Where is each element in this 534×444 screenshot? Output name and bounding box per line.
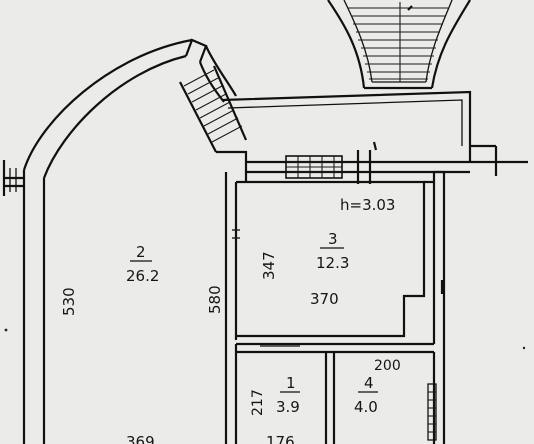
north-wall (216, 141, 528, 184)
north-window (285, 155, 343, 179)
ink-dot (4, 328, 8, 332)
dim-room2-height: 530 (60, 287, 78, 316)
partition-walls (224, 170, 446, 444)
staircase (327, 0, 471, 90)
dim-corridor-wall: 580 (206, 285, 224, 314)
diagonal-window (183, 69, 243, 143)
curved-wall (22, 38, 248, 179)
dim-room1-width: 176 (266, 433, 295, 444)
balcony-strip (221, 90, 496, 148)
dim-room1-height: 217 (250, 389, 266, 416)
ink-dot (522, 346, 526, 350)
dim-room3-height: 347 (260, 251, 278, 280)
left-wall (2, 160, 46, 444)
dim-room4-width: 200 (374, 358, 401, 374)
room-3-number: 3 (328, 230, 338, 248)
room-1-area: 3.9 (276, 398, 300, 416)
room-2-area: 26.2 (126, 267, 159, 285)
ceiling-height-label: h=3.03 (340, 196, 395, 214)
dim-room2-bottom: 369 (126, 433, 155, 444)
dim-room3-width: 370 (310, 290, 339, 308)
room-2-number: 2 (136, 243, 146, 261)
radiator (427, 383, 437, 441)
room-4-number: 4 (364, 374, 374, 392)
room-4-area: 4.0 (354, 398, 378, 416)
room-1-number: 1 (286, 374, 296, 392)
room-3-area: 12.3 (316, 254, 349, 272)
